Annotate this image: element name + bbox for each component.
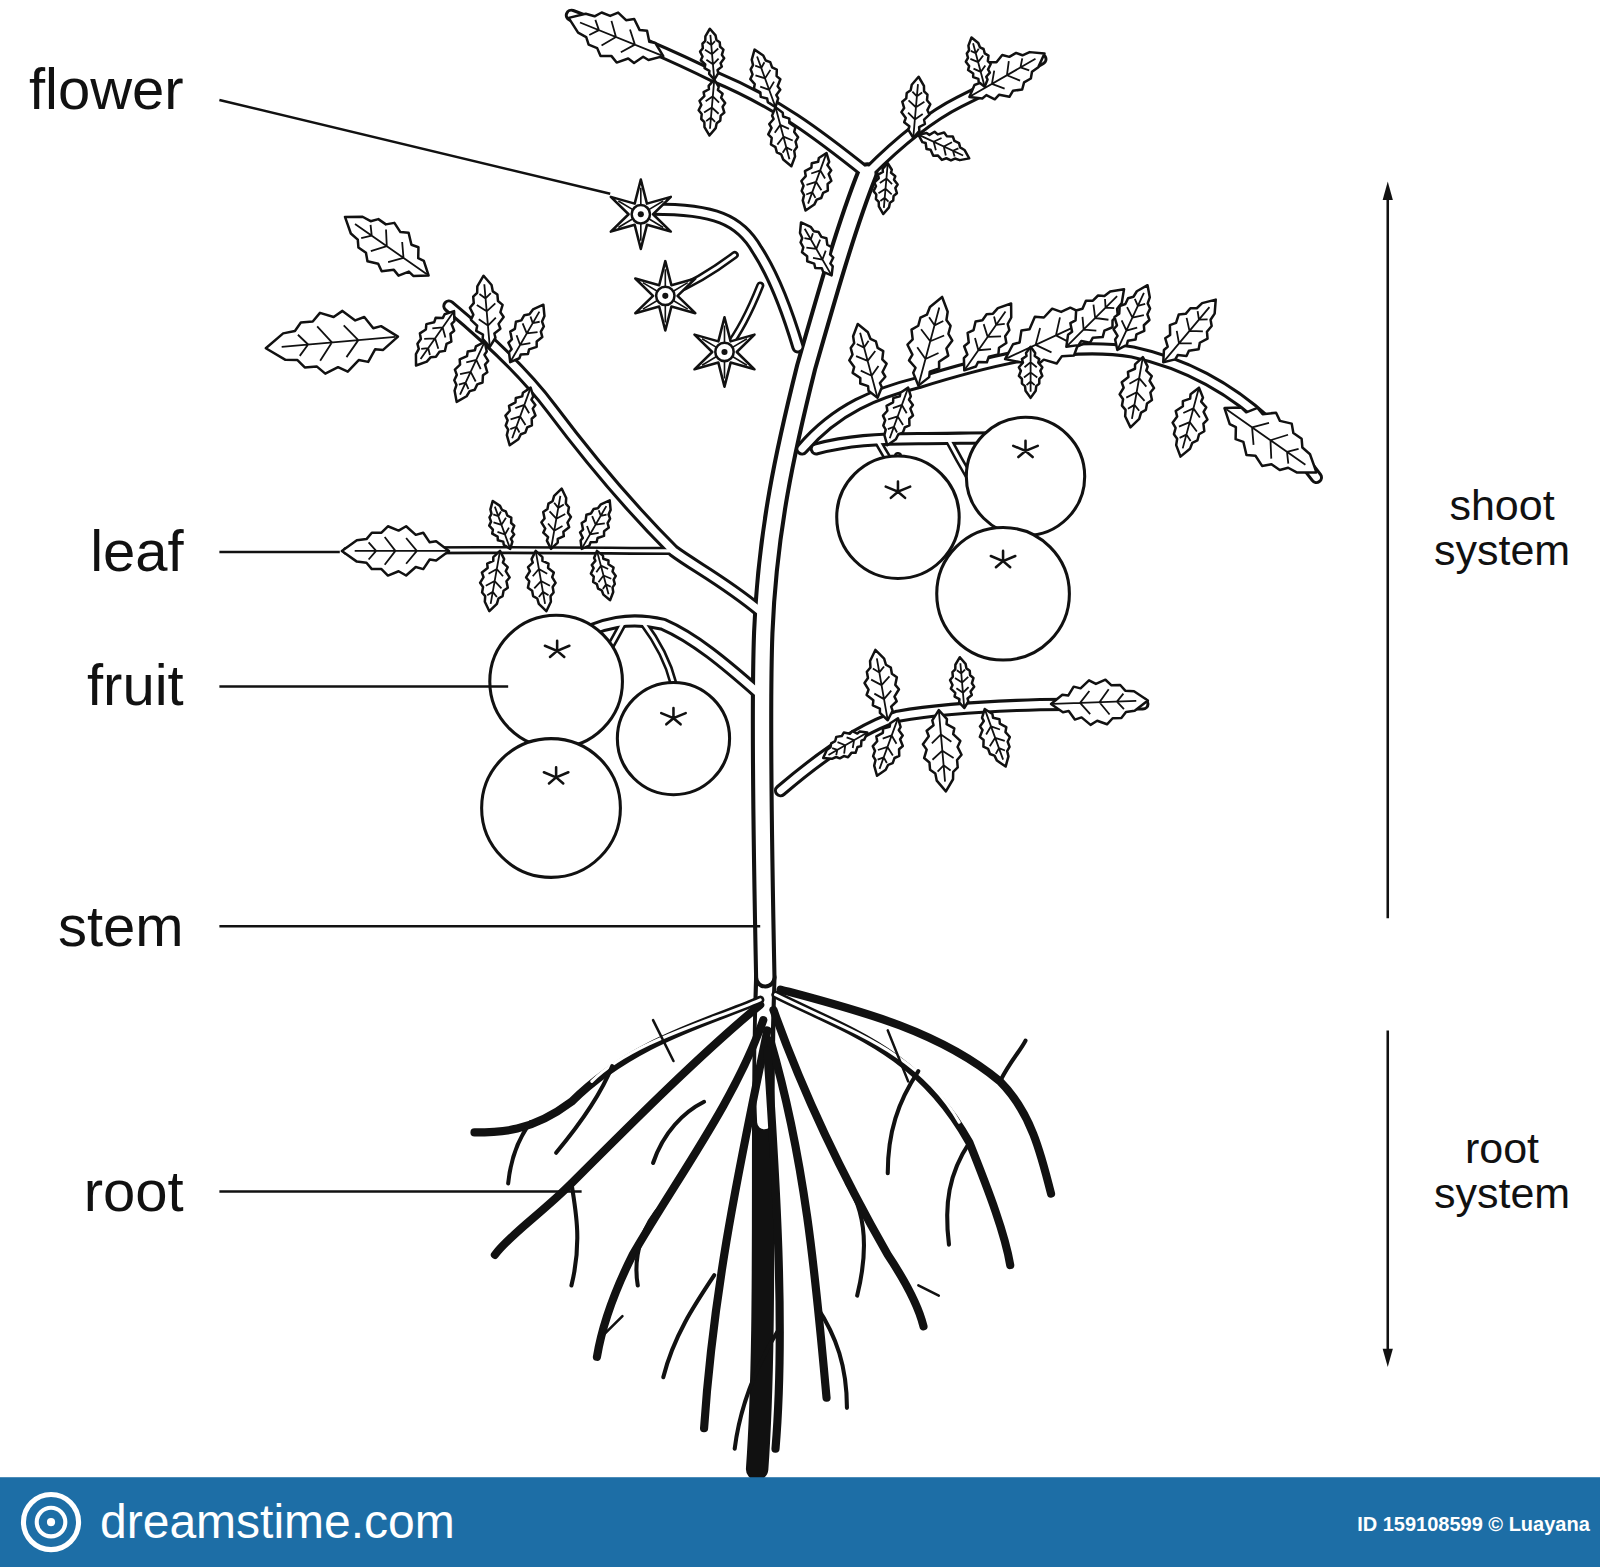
watermark: dreamstime.com	[100, 1497, 455, 1547]
system-label: root system	[1414, 1126, 1590, 1216]
part-label: flower	[29, 59, 184, 120]
part-label: stem	[58, 896, 184, 957]
part-label: leaf	[90, 521, 184, 582]
part-label: fruit	[87, 655, 184, 716]
image-id: ID 159108599 © Luayana	[1357, 1514, 1590, 1535]
system-label: shoot system	[1414, 483, 1590, 573]
part-label: root	[84, 1161, 184, 1222]
